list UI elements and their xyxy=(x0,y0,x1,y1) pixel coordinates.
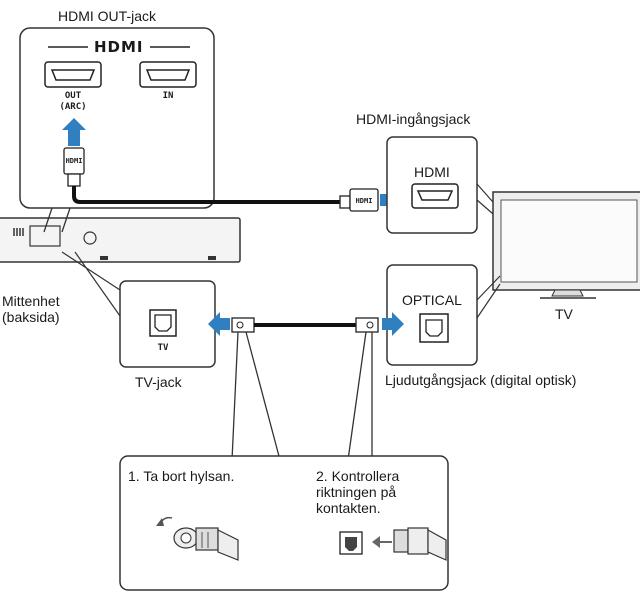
optical-cable xyxy=(208,312,404,336)
step2-illustration xyxy=(339,527,447,561)
tv-hdmi-box xyxy=(386,136,501,234)
cable-plug-hdmi-label: HDMI xyxy=(355,197,373,205)
plug-hdmi-label: HDMI xyxy=(65,157,83,165)
tv-hdmi-port-label: HDMI xyxy=(414,164,450,180)
port-arc-label: (ARC) xyxy=(59,102,87,112)
port-in-label: IN xyxy=(162,91,174,101)
hdmi-logo: HDMI xyxy=(94,38,144,56)
step1-illustration xyxy=(156,516,239,561)
label-audio-output-jack: Ljudutgångsjack (digital optisk) xyxy=(385,372,577,388)
port-out-label: OUT xyxy=(64,91,82,101)
label-hdmi-out-jack: HDMI OUT-jack xyxy=(58,8,156,24)
tv-optical-box xyxy=(386,264,501,366)
label-center-unit: Mittenhet (baksida) xyxy=(2,293,60,325)
steps-panel xyxy=(119,455,449,591)
label-tv-jack: TV-jack xyxy=(135,374,182,390)
center-tv-small-label: TV xyxy=(157,343,169,353)
step-2-text: 2. Kontrollera riktningen på kontakten. xyxy=(316,468,400,516)
center-optical-box xyxy=(61,251,216,368)
tv-optical-port-label: OPTICAL xyxy=(402,292,462,308)
label-hdmi-input-jack: HDMI-ingångsjack xyxy=(356,111,471,127)
center-unit-body xyxy=(0,217,241,263)
tv-set xyxy=(492,191,640,299)
step-1-text: 1. Ta bort hylsan. xyxy=(128,468,235,484)
label-tv: TV xyxy=(555,306,573,322)
hdmi-panel-zoom xyxy=(19,27,215,233)
